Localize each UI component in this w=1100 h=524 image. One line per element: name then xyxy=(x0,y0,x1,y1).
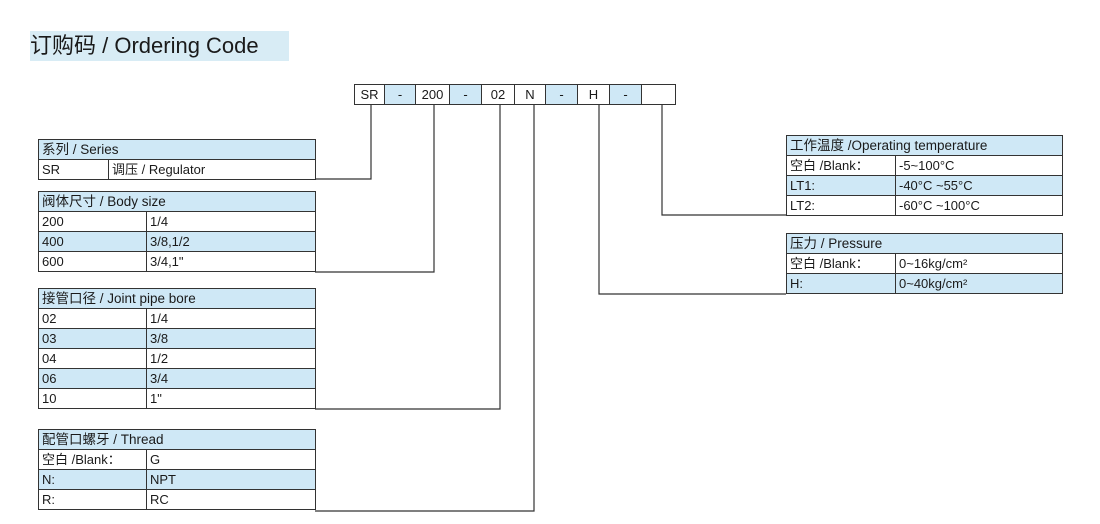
series-code: SR xyxy=(38,159,109,180)
connector-joint-bore xyxy=(315,105,501,410)
table-cell-code: 400 xyxy=(38,231,147,252)
table-cell-value: NPT xyxy=(146,469,316,490)
table-cell-code: 04 xyxy=(38,348,147,369)
pressure-table: 压力 / Pressure 空白 /Blank：0~16kg/cm² H:0~4… xyxy=(786,233,1063,294)
table-cell-code: 空白 /Blank： xyxy=(38,449,147,470)
series-desc: 调压 / Regulator xyxy=(108,159,316,180)
operating-temperature-table: 工作温度 /Operating temperature 空白 /Blank：-5… xyxy=(785,135,1064,216)
series-header: 系列 / Series xyxy=(38,139,316,160)
ordering-code-boxes: SR - 200 - 02 N - H - xyxy=(354,84,676,105)
connector-temperature xyxy=(661,105,786,216)
table-cell-value: -60°C ~100°C xyxy=(894,195,1064,216)
table-cell-code: LT2: xyxy=(786,195,896,216)
table-cell-code: H: xyxy=(786,273,896,294)
code-box-series: SR xyxy=(354,84,385,105)
table-cell-code: 200 xyxy=(38,211,147,232)
table-cell-value: 1/4 xyxy=(146,211,316,232)
joint-pipe-bore-header: 接管口径 / Joint pipe bore xyxy=(37,288,317,309)
table-cell-value: 1/2 xyxy=(145,348,317,369)
table-cell-code: R: xyxy=(38,489,147,510)
table-cell-value: 3/8,1/2 xyxy=(146,231,316,252)
pressure-header: 压力 / Pressure xyxy=(786,233,1063,254)
table-cell-value: -5~100°C xyxy=(894,155,1064,176)
page-title: 订购码 / Ordering Code xyxy=(30,31,289,61)
table-cell-value: RC xyxy=(146,489,316,510)
table-cell-code: 空白 /Blank： xyxy=(786,253,896,274)
table-cell-code: 06 xyxy=(38,368,147,389)
table-cell-code: N: xyxy=(38,469,147,490)
table-cell-value: 1/4 xyxy=(145,308,317,329)
table-cell-code: 03 xyxy=(38,328,147,349)
table-cell-value: 1" xyxy=(145,388,317,409)
operating-temperature-header: 工作温度 /Operating temperature xyxy=(785,135,1064,156)
table-cell-value: 0~40kg/cm² xyxy=(895,273,1063,294)
table-cell-code: 10 xyxy=(38,388,147,409)
table-cell-value: G xyxy=(146,449,316,470)
code-box-temperature xyxy=(641,84,676,105)
table-cell-code: 02 xyxy=(38,308,147,329)
table-cell-value: 3/4,1" xyxy=(146,251,316,272)
thread-table: 配管口螺牙 / Thread 空白 /Blank：G N:NPT R:RC xyxy=(38,429,316,510)
table-cell-code: LT1: xyxy=(786,175,896,196)
table-cell-code: 600 xyxy=(38,251,147,272)
code-box-separator: - xyxy=(449,84,482,105)
body-size-header: 阀体尺寸 / Body size xyxy=(38,191,316,212)
table-cell-value: -40°C ~55°C xyxy=(894,175,1064,196)
table-cell-value: 0~16kg/cm² xyxy=(895,253,1063,274)
table-cell-value: 3/8 xyxy=(145,328,317,349)
table-cell-code: 空白 /Blank： xyxy=(786,155,896,176)
table-cell-value: 3/4 xyxy=(145,368,317,389)
code-box-body-size: 200 xyxy=(415,84,450,105)
connector-thread xyxy=(315,105,535,512)
connector-series xyxy=(315,105,372,180)
connector-pressure xyxy=(598,105,786,295)
connector-body-size xyxy=(315,105,435,273)
thread-header: 配管口螺牙 / Thread xyxy=(38,429,316,450)
